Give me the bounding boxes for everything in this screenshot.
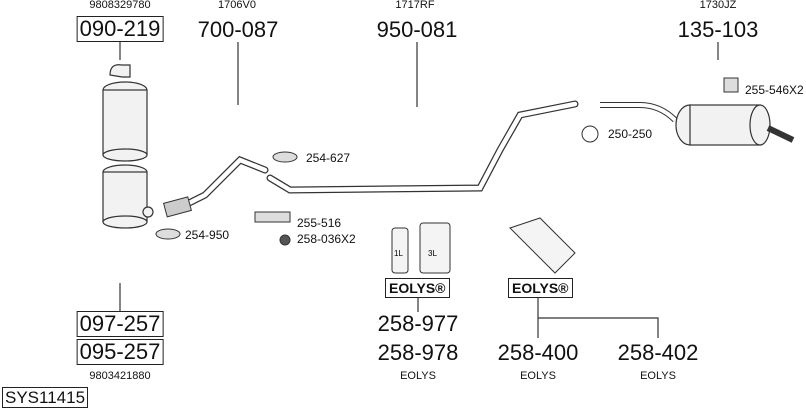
part-number-258-978[interactable]: 258-978 xyxy=(377,340,459,365)
part-number-258-977[interactable]: 258-977 xyxy=(377,311,459,336)
part-number-097-257[interactable]: 097-257 xyxy=(76,311,164,337)
part-number-090-219[interactable]: 090-219 xyxy=(76,16,164,42)
accessory-255-516[interactable]: 255-516 xyxy=(297,216,342,230)
eolys-label: EOLYS xyxy=(520,370,556,382)
accessory-254-627[interactable]: 254-627 xyxy=(306,151,351,165)
bottle-1l-label: 1L xyxy=(394,249,403,258)
accessory-255-546x2[interactable]: 255-546X2 xyxy=(745,83,804,97)
oe-number: 9803421880 xyxy=(89,370,151,382)
accessory-258-036x2[interactable]: 258-036X2 xyxy=(297,232,356,246)
oe-number: 1706V0 xyxy=(218,0,256,11)
bottle-3l-label: 3L xyxy=(428,249,437,258)
oe-number: 1717RF xyxy=(395,0,435,11)
part-number-700-087[interactable]: 700-087 xyxy=(197,17,279,42)
part-number-950-081[interactable]: 950-081 xyxy=(376,17,458,42)
part-number-258-400[interactable]: 258-400 xyxy=(497,340,579,365)
part-number-258-402[interactable]: 258-402 xyxy=(617,340,699,365)
dpf-catalyst xyxy=(102,64,154,229)
leader-line xyxy=(538,317,659,338)
accessory-254-950[interactable]: 254-950 xyxy=(185,228,230,242)
eolys-label: EOLYS xyxy=(400,370,436,382)
eolys-badge: EOLYS® xyxy=(508,278,573,298)
oe-number: 9808329780 xyxy=(89,0,151,11)
flex-pipe xyxy=(162,196,192,218)
eolys-bottles xyxy=(391,217,576,274)
clamp-icons xyxy=(155,77,739,246)
eolys-label: EOLYS xyxy=(640,370,676,382)
accessory-250-250[interactable]: 250-250 xyxy=(608,127,653,141)
part-number-135-103[interactable]: 135-103 xyxy=(677,17,759,42)
eolys-badge: EOLYS® xyxy=(385,278,450,298)
rear-muffler xyxy=(600,102,795,146)
oe-number: 1730JZ xyxy=(699,0,737,11)
part-number-095-257[interactable]: 095-257 xyxy=(76,339,164,365)
system-number: SYS11415 xyxy=(2,387,89,408)
